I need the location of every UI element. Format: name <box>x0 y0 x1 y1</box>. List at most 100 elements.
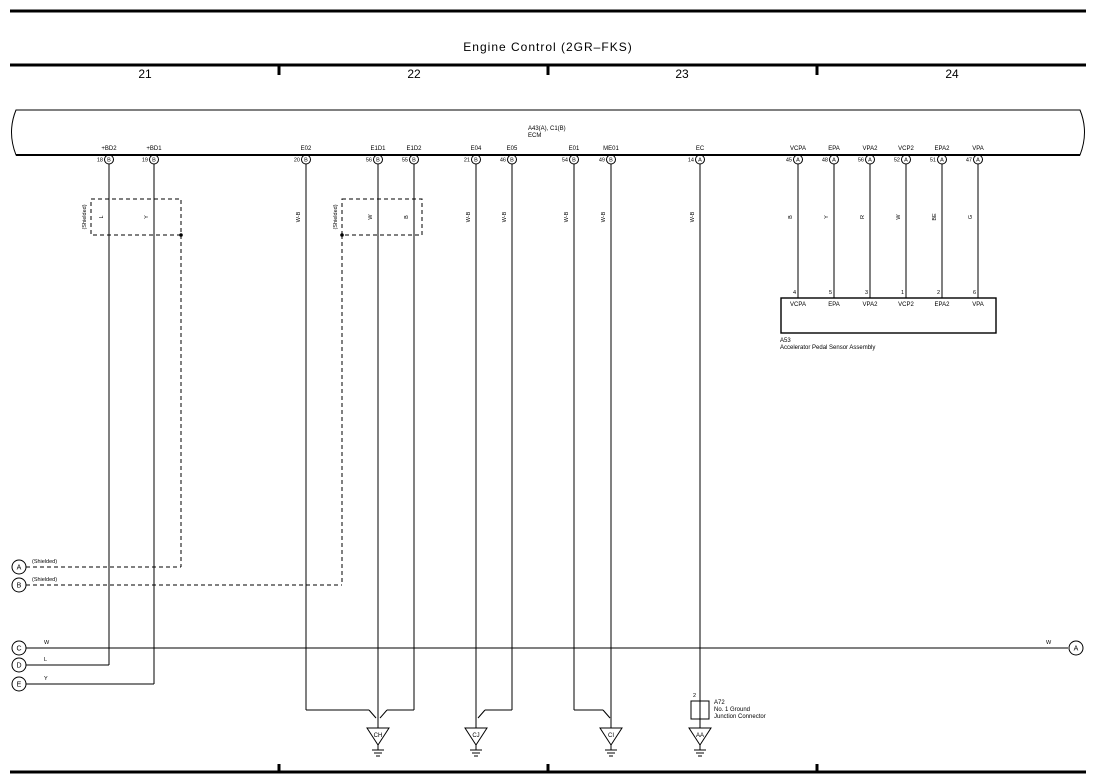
sensor-name: Accelerator Pedal Sensor Assembly <box>780 345 875 351</box>
pin-number: 19 <box>142 158 148 164</box>
junction-id: A72 <box>714 700 725 706</box>
pin-number: 56 <box>858 158 864 164</box>
junction-name: Junction Connector <box>714 714 766 720</box>
ground-CI: CI <box>599 727 623 757</box>
svg-text:Y: Y <box>44 676 48 682</box>
pin-number: 48 <box>822 158 828 164</box>
wire-color-label: W-B <box>466 211 472 222</box>
pin-number: 14 <box>688 158 694 164</box>
wire-color-label: L <box>99 215 105 218</box>
wire <box>379 709 388 719</box>
sensor-pin-name: EPA <box>828 302 840 308</box>
pin-name: ME01 <box>603 146 619 152</box>
junction-pin: 2 <box>693 693 696 699</box>
splice <box>340 233 344 237</box>
pin-connector-letter: B <box>376 158 380 164</box>
pin-name: +BD1 <box>146 146 162 152</box>
pin-number: 55 <box>402 158 408 164</box>
pin-name: VPA <box>972 146 984 152</box>
ref-A: A (Shielded) <box>11 559 57 575</box>
wire-color-label: B <box>788 215 794 219</box>
column-number: 22 <box>407 67 421 81</box>
pin-name: E1D2 <box>406 146 422 152</box>
sensor-pin-name: VCPA <box>790 302 806 308</box>
pin-name: EPA <box>828 146 840 152</box>
pin-connector-letter: A <box>940 158 944 164</box>
shielded-label: (Shielded) <box>82 204 88 229</box>
svg-text:CH: CH <box>374 733 383 739</box>
column-number: 23 <box>675 67 689 81</box>
svg-text:A: A <box>1074 646 1079 653</box>
ref-B: B (Shielded) <box>11 577 57 593</box>
wire-color-label: Y <box>144 215 150 219</box>
pin-connector-letter: A <box>904 158 908 164</box>
ground-AA: AA <box>688 727 712 757</box>
svg-text:AA: AA <box>696 733 704 739</box>
svg-text:W: W <box>44 640 50 646</box>
wire <box>602 709 611 719</box>
pin-number: 21 <box>464 158 470 164</box>
svg-text:(Shielded): (Shielded) <box>32 559 57 565</box>
pin-name: EPA2 <box>935 146 951 152</box>
pin-connector-letter: A <box>796 158 800 164</box>
sensor-pin-number: 6 <box>973 290 976 296</box>
pin-connector-letter: B <box>510 158 514 164</box>
pin-name: +BD2 <box>101 146 117 152</box>
wire-color-label: W-B <box>564 211 570 222</box>
ref-right-A: A W <box>1046 640 1084 656</box>
ecm-box <box>11 109 1085 156</box>
pin-connector-letter: B <box>609 158 613 164</box>
wire <box>368 709 377 719</box>
sensor-pin-number: 1 <box>901 290 904 296</box>
pin-name: E05 <box>507 146 518 152</box>
pin-number: 46 <box>500 158 506 164</box>
shielded-label: (Shielded) <box>333 204 339 229</box>
wire-color-label: G <box>968 215 974 219</box>
ground-CH: CH <box>366 727 390 757</box>
wire-color-label: W-B <box>502 211 508 222</box>
pin-connector-letter: B <box>412 158 416 164</box>
pin-name: VCP2 <box>898 146 914 152</box>
sensor-pin-number: 3 <box>865 290 868 296</box>
ref-C: C W <box>11 640 50 656</box>
sensor-pin-number: 5 <box>829 290 832 296</box>
svg-text:(Shielded): (Shielded) <box>32 577 57 583</box>
pin-connector-letter: B <box>304 158 308 164</box>
wire-color-label: Y <box>824 215 830 219</box>
ref-D: D L <box>11 657 47 673</box>
column-number: 21 <box>138 67 152 81</box>
ecm-name: ECM <box>528 133 541 139</box>
sensor-box <box>780 297 997 334</box>
pin-name: E04 <box>471 146 482 152</box>
sensor-pin-name: VPA2 <box>863 302 879 308</box>
pin-connector-letter: A <box>832 158 836 164</box>
sensor-pin-name: VCP2 <box>898 302 914 308</box>
pin-number: 49 <box>599 158 605 164</box>
wire-color-label: R <box>860 215 866 219</box>
pin-connector-letter: B <box>152 158 156 164</box>
svg-text:C: C <box>16 646 21 653</box>
svg-text:A: A <box>17 565 22 572</box>
pin-connector-letter: A <box>976 158 980 164</box>
pin-name: VCPA <box>790 146 806 152</box>
junction-connector <box>690 700 710 720</box>
pin-connector-letter: A <box>698 158 702 164</box>
pin-number: 47 <box>966 158 972 164</box>
sensor-pin-number: 2 <box>937 290 940 296</box>
svg-text:CJ: CJ <box>472 733 479 739</box>
ground-CJ: CJ <box>464 727 488 757</box>
pin-name: E01 <box>569 146 580 152</box>
svg-text:W: W <box>1046 640 1052 646</box>
sensor-pin-name: VPA <box>972 302 984 308</box>
wire-color-label: BE <box>932 213 938 221</box>
ref-E: E Y <box>11 676 48 692</box>
pin-name: E1D1 <box>370 146 386 152</box>
pin-number: 54 <box>562 158 568 164</box>
pin-name: E02 <box>301 146 312 152</box>
wire-color-label: B <box>404 215 410 219</box>
wire-color-label: W <box>896 214 902 220</box>
pin-number: 56 <box>366 158 372 164</box>
junction-name: No. 1 Ground <box>714 707 750 713</box>
